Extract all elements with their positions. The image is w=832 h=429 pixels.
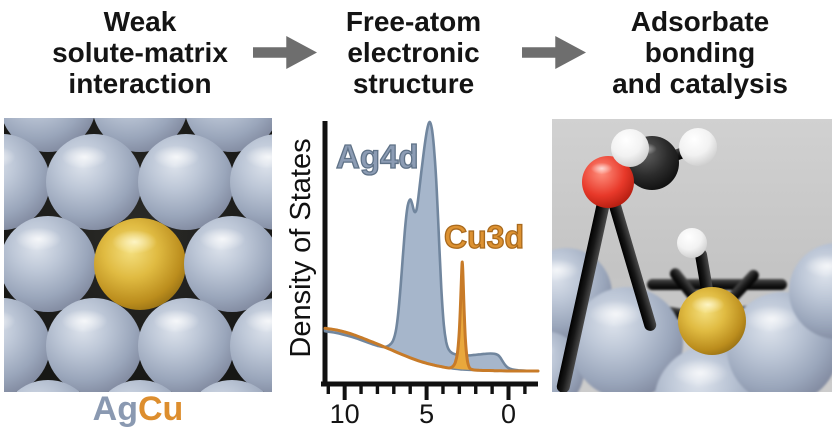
ag4d-series-label: Ag4d	[335, 137, 419, 175]
heading-step-3: Adsorbate bonding and catalysis	[575, 6, 825, 99]
bond-stick	[647, 278, 787, 290]
x-tick-label: 10	[330, 399, 360, 429]
x-tick-label: 5	[419, 399, 434, 429]
heading-line: bonding	[644, 37, 756, 68]
cu-caption-text: Cu	[138, 390, 184, 428]
bond-stick	[555, 180, 615, 392]
gold-site-sphere	[678, 287, 746, 355]
hydrogen-atom	[611, 129, 649, 167]
hydrogen-atom	[679, 128, 717, 166]
heading-step-2: Free-atom electronic structure	[296, 6, 531, 99]
adsorbate-molecule	[552, 119, 832, 392]
silver-matrix-sphere	[184, 216, 272, 312]
heading-line: Adsorbate	[630, 6, 770, 37]
heading-line: solute-matrix	[52, 37, 228, 68]
silver-matrix-sphere	[230, 298, 272, 392]
adsorbate-bonding-image	[552, 119, 832, 392]
heading-step-1: Weak solute-matrix interaction	[18, 6, 262, 99]
x-tick-label: 0	[501, 399, 516, 429]
cu3d-curve	[323, 260, 540, 373]
heading-line: Weak	[103, 6, 177, 37]
heading-line: interaction	[68, 68, 212, 99]
silver-matrix-sphere	[138, 134, 234, 230]
silver-matrix-sphere	[46, 134, 142, 230]
heading-line: structure	[352, 68, 475, 99]
heading-line: electronic	[347, 37, 480, 68]
silver-matrix-sphere	[138, 298, 234, 392]
ag-caption-text: Ag	[92, 390, 138, 428]
cu3d-series-label: Cu3d	[443, 218, 524, 255]
heading-line: Free-atom	[345, 6, 482, 37]
agcu-matrix-image	[4, 118, 272, 392]
heading-line: and catalysis	[612, 68, 788, 99]
silver-matrix-sphere	[4, 216, 96, 312]
silver-matrix-sphere	[46, 298, 142, 392]
agcu-caption: AgCu	[4, 390, 272, 429]
hydrogen-atom	[677, 228, 707, 258]
silver-matrix-sphere	[4, 298, 50, 392]
density-of-states-chart: 10 5 0	[321, 120, 540, 429]
gold-solute-sphere	[94, 218, 186, 310]
